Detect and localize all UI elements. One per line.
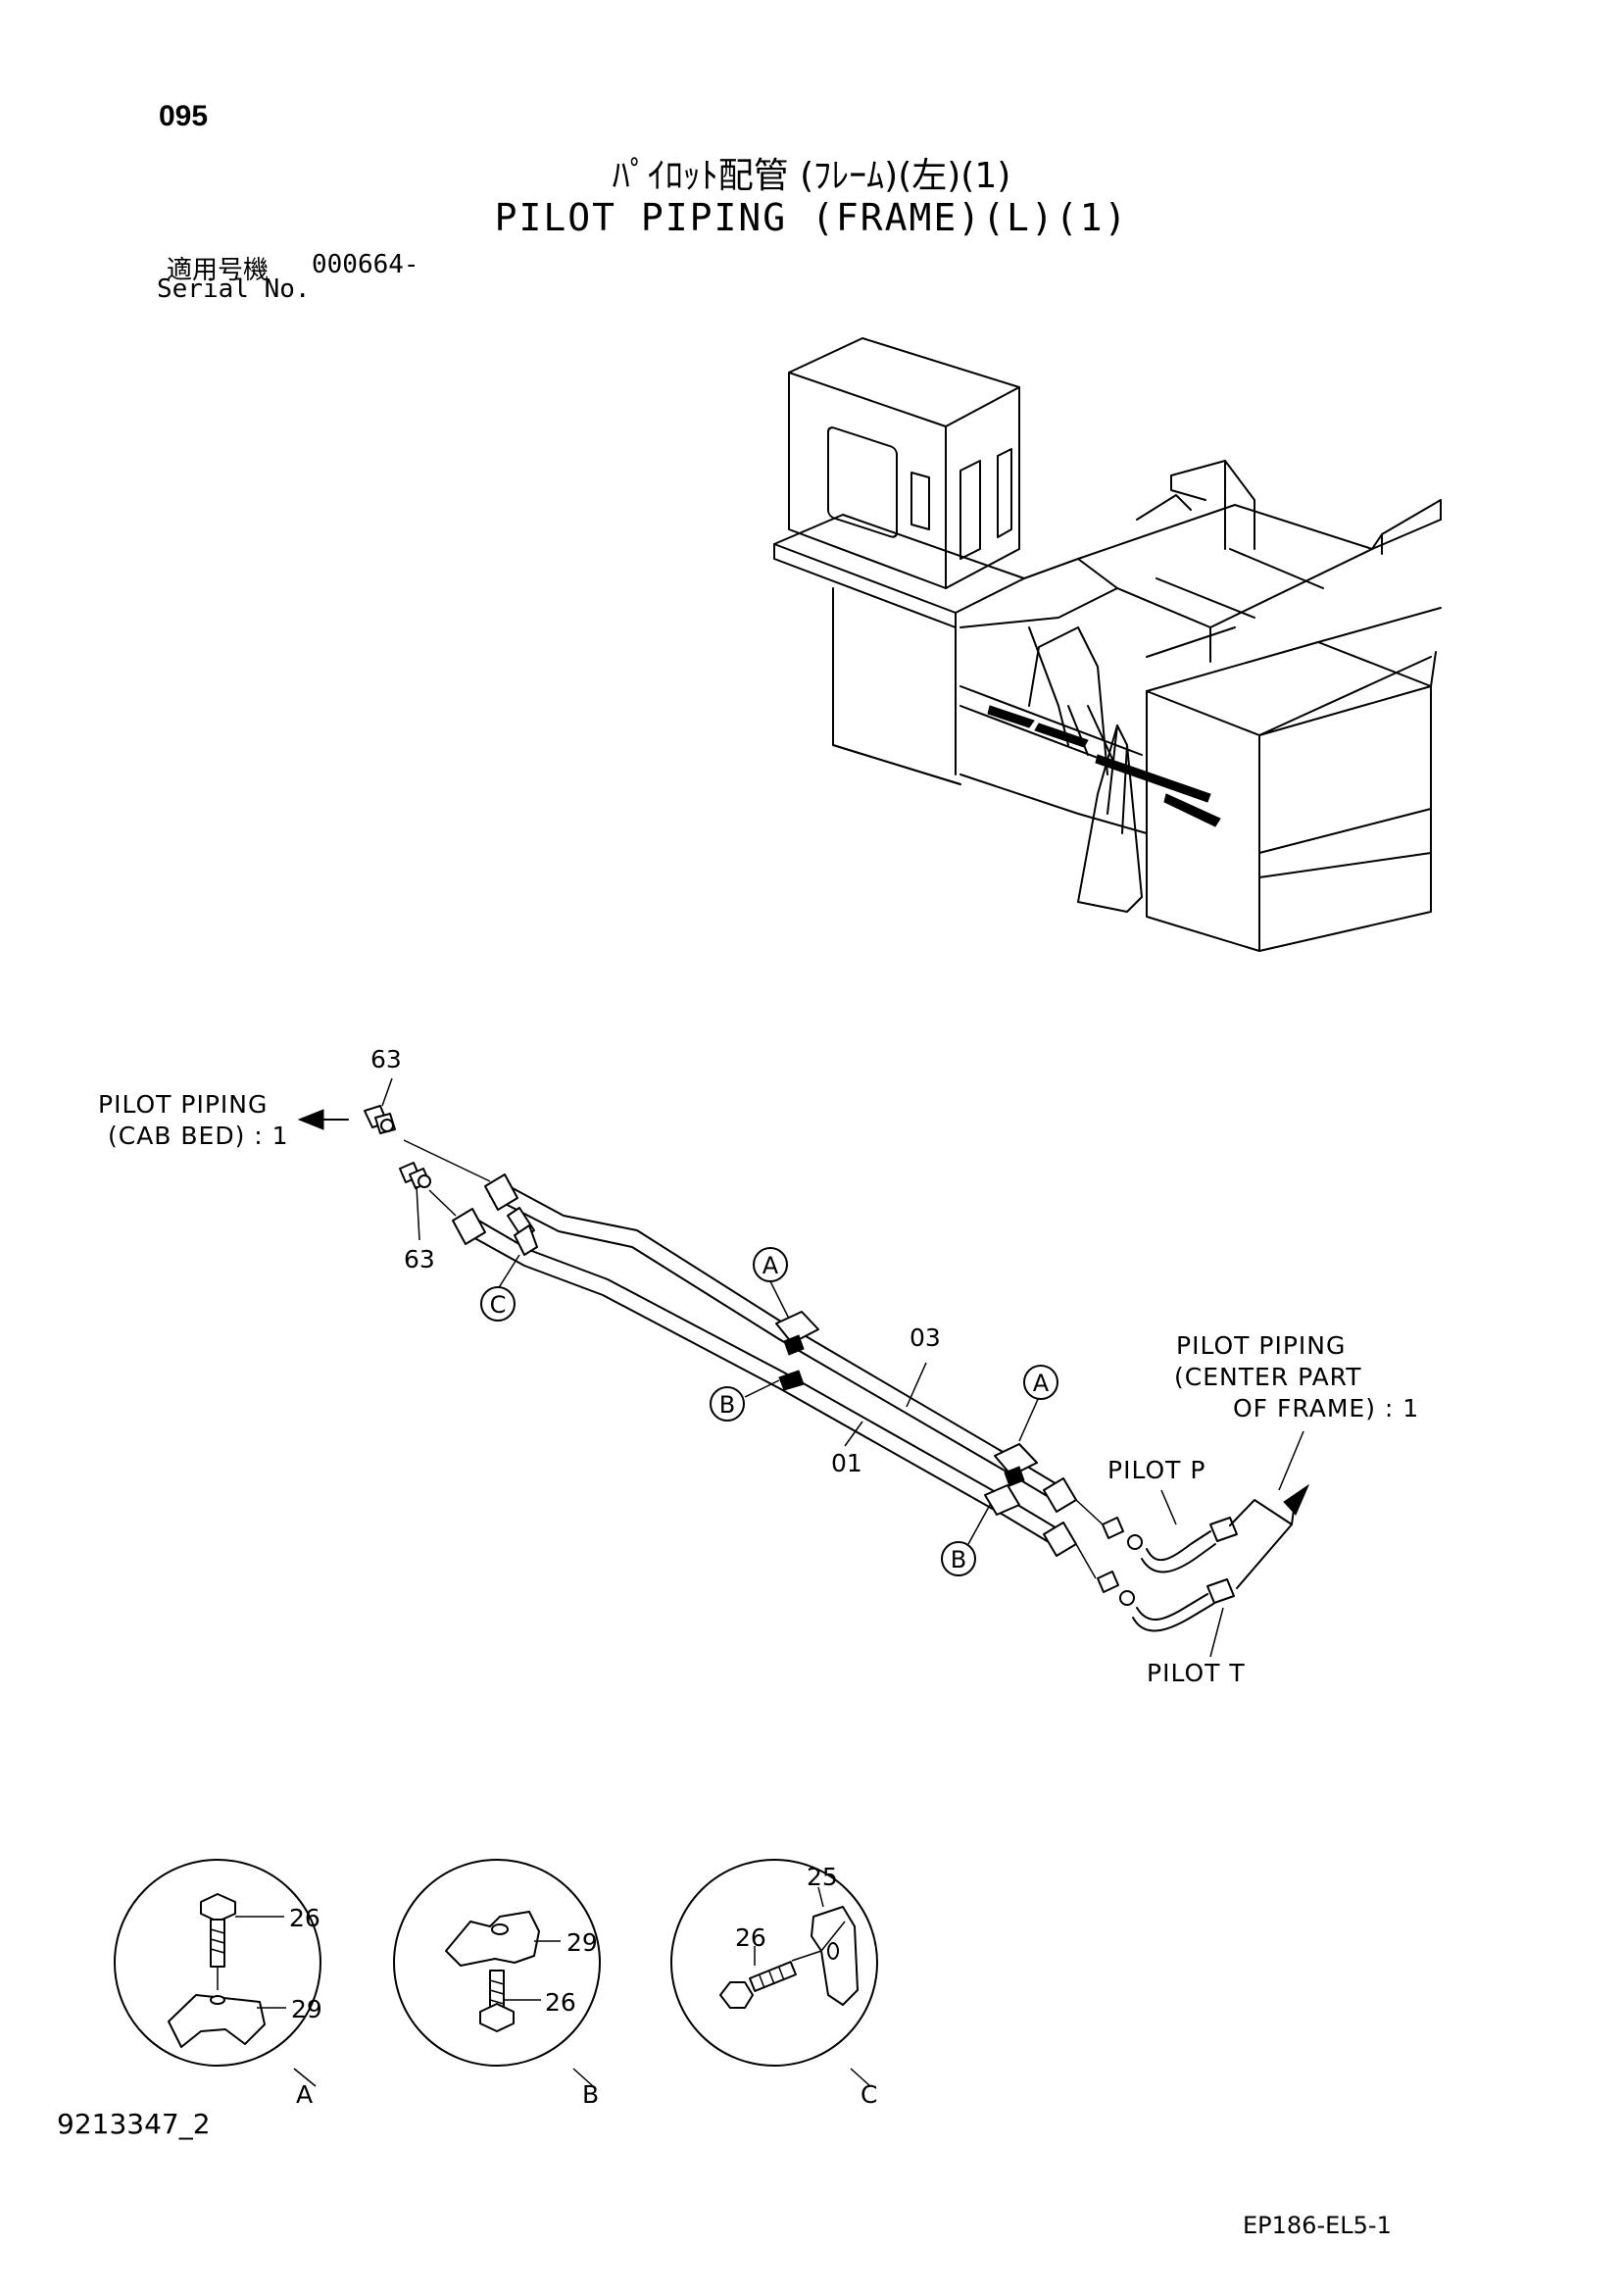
callout-circle-b2 <box>941 1541 976 1576</box>
clamp-b-right <box>984 1484 1020 1516</box>
callout-circle-a1 <box>753 1247 788 1282</box>
page-title-english: PILOT PIPING (FRAME)(L)(1) <box>494 196 1129 239</box>
part-number-detail-c-clamp: 25 <box>807 1863 838 1891</box>
part-number-03: 03 <box>910 1323 941 1352</box>
elbow-fitting-63-bottom <box>399 1162 457 1217</box>
clamp-c <box>507 1207 538 1256</box>
clamp-b-middle <box>778 1370 805 1391</box>
callout-label-b2: B <box>950 1546 967 1573</box>
callout-label-a1: A <box>762 1252 779 1279</box>
detail-a-view <box>114 1859 321 2087</box>
pilot-center-label-line1: PILOT PIPING <box>1176 1331 1347 1360</box>
serial-label-english: Serial No. <box>157 275 311 304</box>
adapter-fittings-right <box>1075 1499 1238 1632</box>
elbow-fitting-63-top <box>364 1105 491 1182</box>
page-title-japanese: ﾊﾟｲﾛｯﾄ配管 (ﾌﾚｰﾑ)(左)(1) <box>612 156 1011 196</box>
detail-label-c: C <box>861 2080 878 2109</box>
pilot-t-label: PILOT T <box>1147 1659 1246 1687</box>
part-number-01: 01 <box>831 1449 862 1477</box>
part-number-detail-a-bolt: 26 <box>289 1904 320 1932</box>
part-number-63-bottom: 63 <box>404 1245 435 1273</box>
serial-number-value: 000664- <box>312 250 419 279</box>
clamp-a-middle <box>775 1311 819 1356</box>
callout-circle-b1 <box>710 1386 745 1422</box>
part-number-detail-c-bolt: 26 <box>735 1923 766 1952</box>
machine-overview-illustration <box>773 337 1442 952</box>
pilot-center-label-line2: (CENTER PART <box>1174 1363 1362 1391</box>
detail-c-view <box>670 1859 878 2087</box>
drawing-number: 9213347_2 <box>57 2108 211 2140</box>
part-number-detail-a-clamp: 29 <box>291 1995 322 2023</box>
part-number-detail-b-clamp: 29 <box>566 1928 598 1957</box>
pilot-cab-bed-label-line2: (CAB BED) : 1 <box>108 1122 289 1150</box>
callout-label-a2: A <box>1032 1370 1050 1397</box>
callout-circle-a2 <box>1023 1365 1058 1400</box>
clamp-a-right <box>994 1443 1038 1487</box>
callout-label-b1: B <box>718 1391 736 1419</box>
pilot-cab-bed-label-line1: PILOT PIPING <box>98 1090 269 1119</box>
callout-circle-c1 <box>480 1286 516 1322</box>
page-number: 095 <box>159 100 209 132</box>
part-number-detail-b-bolt: 26 <box>545 1988 576 2017</box>
callout-label-c1: C <box>489 1291 507 1319</box>
detail-b-view <box>393 1859 601 2087</box>
detail-label-a: A <box>296 2080 314 2109</box>
pilot-center-label-line3: OF FRAME) : 1 <box>1233 1394 1420 1423</box>
pilot-p-label: PILOT P <box>1107 1456 1206 1484</box>
part-number-63-top: 63 <box>370 1045 402 1073</box>
serial-label-japanese: 適用号機 <box>167 256 270 285</box>
detail-label-b: B <box>582 2080 600 2109</box>
pipe-assembly <box>297 1077 1310 1658</box>
document-code: EP186-EL5-1 <box>1243 2212 1392 2239</box>
